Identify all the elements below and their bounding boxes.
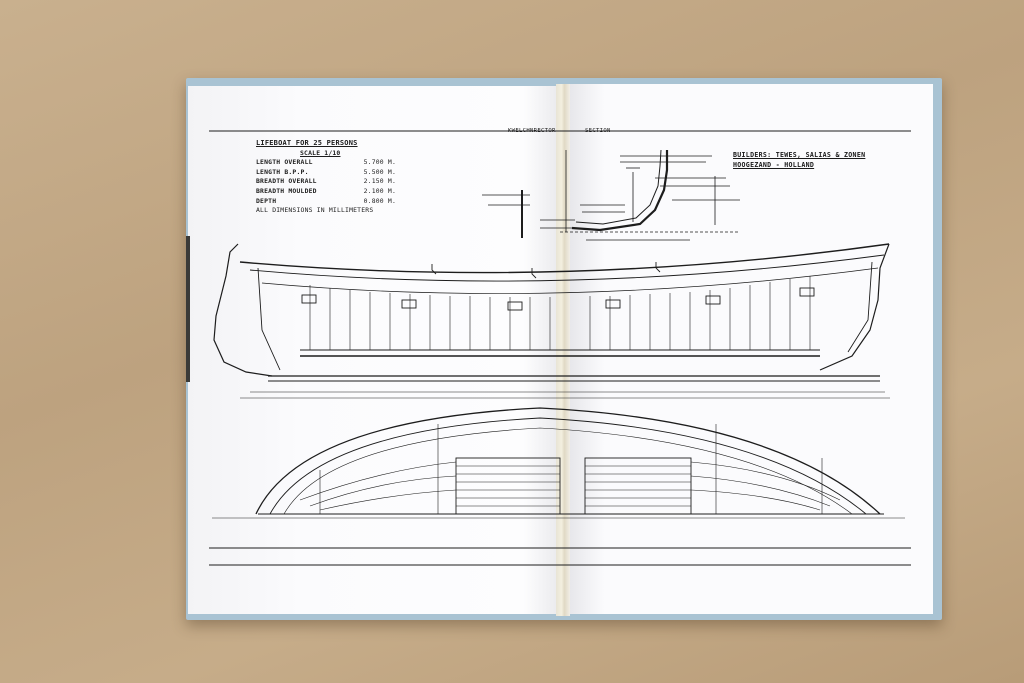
spec-row: DEPTH 0.800 M. [256, 197, 396, 207]
header-left-label: KWELCHNRECTOR [508, 128, 556, 134]
spec-label: BREADTH OVERALL [256, 177, 317, 186]
builders-name: BUILDERS: TEWES, SALIAS & ZONEN [733, 151, 866, 159]
builders-block: BUILDERS: TEWES, SALIAS & ZONEN HOOGEZAN… [733, 150, 865, 170]
page-edge-shadow [186, 236, 190, 382]
spec-label: DEPTH [256, 196, 277, 205]
drawing-scale: SCALE 1/10 [300, 148, 341, 157]
spec-label: LENGTH OVERALL [256, 158, 313, 167]
spec-value: 5.500 M. [363, 167, 396, 176]
spec-value: 2.100 M. [363, 186, 396, 195]
spec-row: LENGTH OVERALL 5.700 M. [256, 158, 396, 168]
midship-section [482, 149, 740, 241]
spec-row: LENGTH B.P.P. 5.500 M. [256, 168, 396, 178]
dimensions-note: ALL DIMENSIONS IN MILLIMETERS [256, 206, 374, 215]
builders-location: HOOGEZAND - HOLLAND [733, 161, 815, 169]
side-elevation [213, 243, 890, 399]
drawing-title: LIFEBOAT FOR 25 PERSONS [256, 139, 358, 147]
spec-label: BREADTH MOULDED [256, 186, 317, 195]
right-page [568, 84, 933, 614]
spec-value: 0.800 M. [363, 196, 396, 205]
spec-label: LENGTH B.P.P. [256, 167, 309, 176]
plan-view [212, 407, 905, 519]
spec-value: 5.700 M. [363, 158, 396, 167]
spec-value: 2.150 M. [363, 177, 396, 186]
spec-block: LIFEBOAT FOR 25 PERSONS SCALE 1/10 LENGT… [256, 139, 396, 216]
header-right-label: SECTION [585, 128, 611, 134]
spec-row: BREADTH OVERALL 2.150 M. [256, 177, 396, 187]
spec-row: BREADTH MOULDED 2.100 M. [256, 187, 396, 197]
